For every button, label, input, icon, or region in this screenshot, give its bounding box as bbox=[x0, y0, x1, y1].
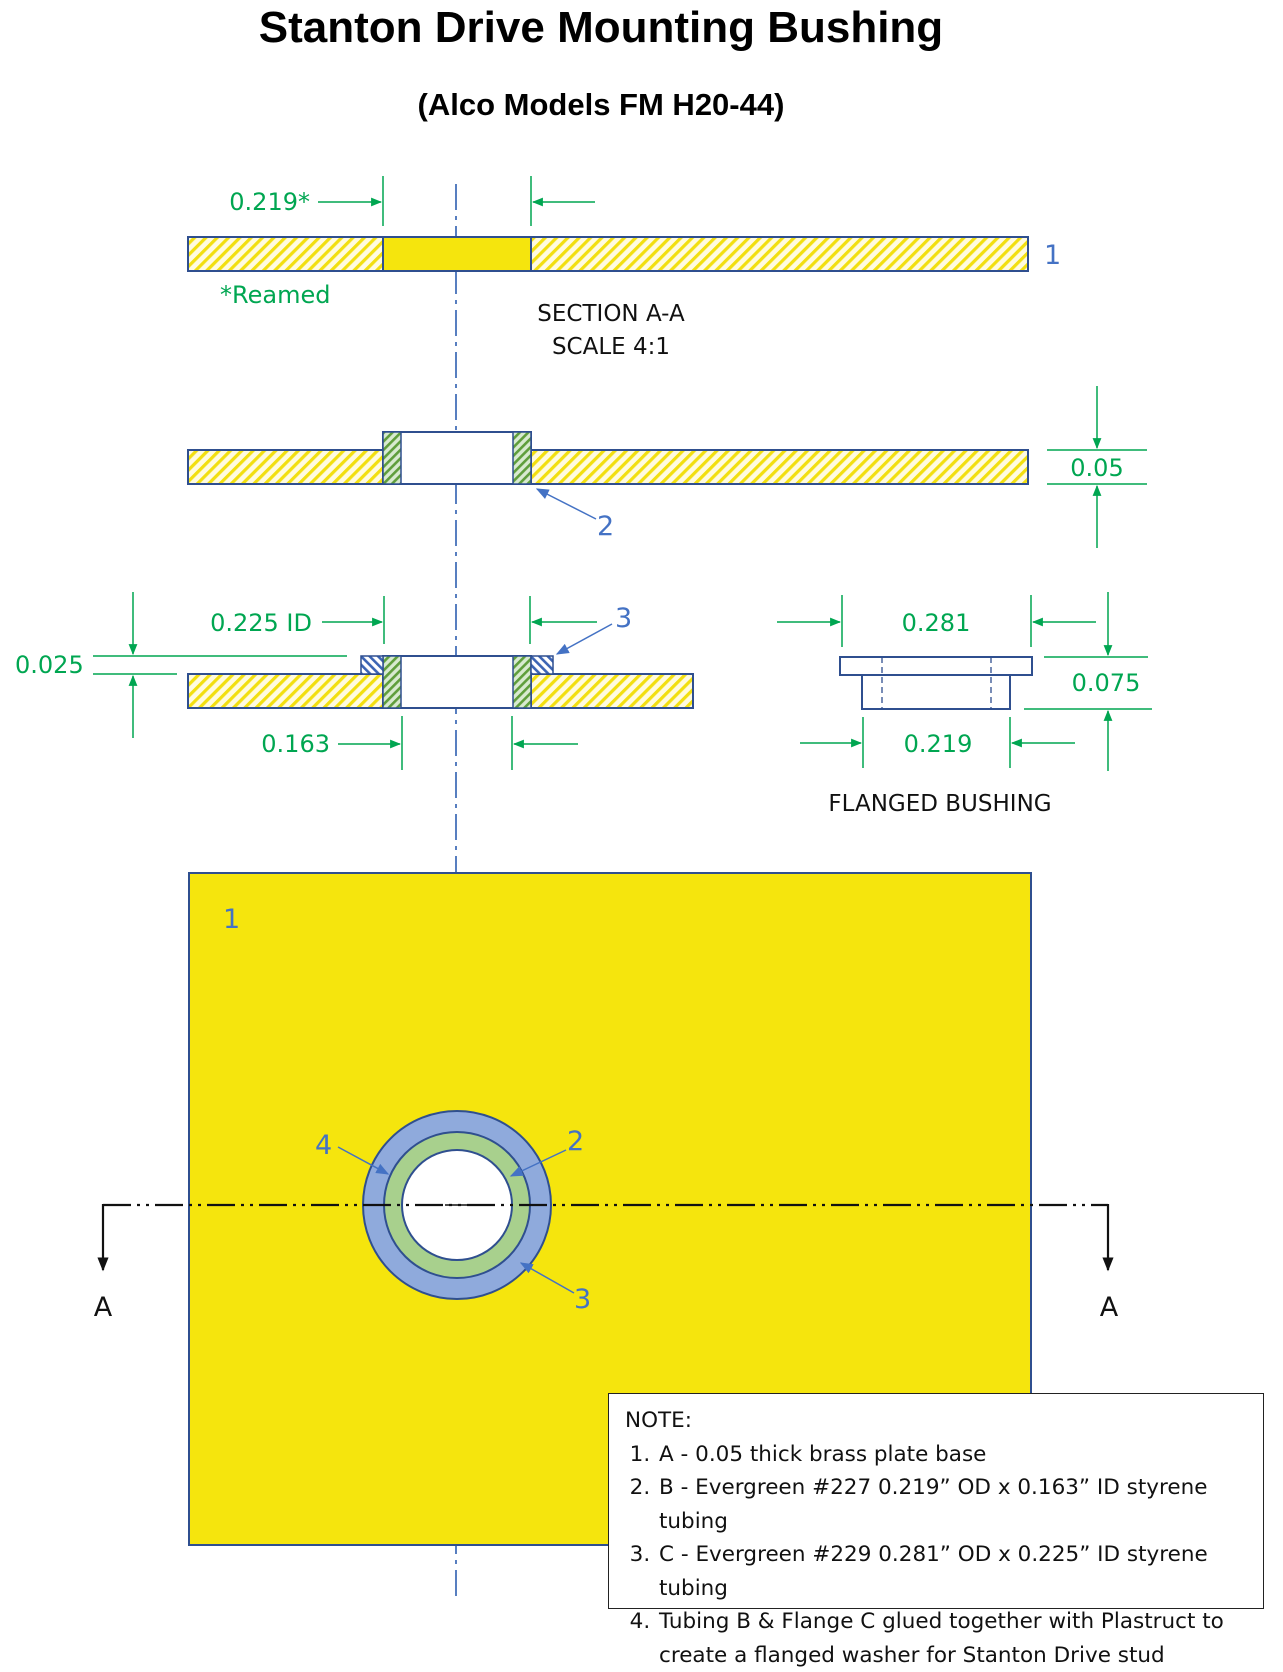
flange-ring-callout: 4 bbox=[315, 1130, 332, 1161]
plate-with-tubing-view: 2 0.05 bbox=[188, 386, 1147, 548]
tubing-outline bbox=[383, 432, 531, 484]
flanged-bushing-view: 0.281 0.219 0.075 FLANGED BUSHING bbox=[777, 592, 1152, 817]
reamed-note: *Reamed bbox=[220, 281, 330, 309]
notes-heading: NOTE: bbox=[625, 1404, 1253, 1438]
notes-list: A - 0.05 thick brass plate base B - Ever… bbox=[625, 1438, 1253, 1672]
page-subtitle: (Alco Models FM H20-44) bbox=[418, 87, 785, 122]
callout-leader bbox=[557, 624, 612, 654]
tubing-wall-left bbox=[383, 432, 401, 484]
bushing-flange bbox=[840, 657, 1032, 675]
part-callout: 1 bbox=[1044, 240, 1061, 271]
bushing-height-label: 0.075 bbox=[1072, 669, 1141, 697]
bushing-body bbox=[862, 675, 1010, 709]
section-plate-view: 0.219* *Reamed 1 SECTION A-A SCALE 4:1 bbox=[188, 176, 1061, 360]
page-title: Stanton Drive Mounting Bushing bbox=[259, 3, 943, 52]
section-label: SECTION A-A bbox=[537, 301, 685, 327]
notes-box: NOTE: A - 0.05 thick brass plate base B … bbox=[608, 1393, 1264, 1609]
note-item: B - Evergreen #227 0.219” OD x 0.163” ID… bbox=[657, 1471, 1253, 1538]
plate-right-section bbox=[531, 450, 1028, 484]
note-item: Tubing B & Flange C glued together with … bbox=[657, 1605, 1253, 1672]
plate-hole-region bbox=[383, 237, 531, 271]
tubing-callout: 2 bbox=[597, 511, 614, 542]
callout-leader bbox=[537, 489, 596, 519]
tubing-wall-left bbox=[383, 656, 401, 708]
body-od-label: 0.219 bbox=[904, 730, 973, 758]
tubing-inner-label: 0.163 bbox=[261, 730, 330, 758]
tubing-wall-right bbox=[513, 432, 531, 484]
plate-thickness-label: 0.05 bbox=[1070, 454, 1123, 482]
plate-left-section bbox=[188, 674, 383, 708]
plate-right-section bbox=[531, 237, 1028, 271]
flange-outer-callout: 3 bbox=[574, 1284, 591, 1315]
flange-section-view: 0.225 ID 3 0.025 0.163 bbox=[15, 592, 693, 770]
plate-part-callout: 1 bbox=[223, 904, 240, 935]
flange-thickness-label: 0.025 bbox=[15, 651, 84, 679]
plate-right-section bbox=[531, 674, 693, 708]
technical-drawing: Stanton Drive Mounting Bushing (Alco Mod… bbox=[0, 0, 1283, 1627]
plate-left-section bbox=[188, 237, 383, 271]
flanged-bushing-label: FLANGED BUSHING bbox=[828, 791, 1051, 817]
flange-right bbox=[531, 656, 553, 674]
flange-left bbox=[361, 656, 383, 674]
note-item: C - Evergreen #229 0.281” OD x 0.225” ID… bbox=[657, 1538, 1253, 1605]
tubing-outline bbox=[383, 656, 531, 708]
tubing-wall-right bbox=[513, 656, 531, 708]
section-mark-right: A bbox=[1100, 1292, 1119, 1323]
hole-dimension-label: 0.219* bbox=[229, 188, 310, 216]
note-item: A - 0.05 thick brass plate base bbox=[657, 1438, 1253, 1472]
plate-left-section bbox=[188, 450, 383, 484]
tubing-ring-callout: 2 bbox=[567, 1126, 584, 1157]
flange-id-label: 0.225 ID bbox=[210, 609, 312, 637]
flange-od-label: 0.281 bbox=[902, 609, 971, 637]
flange-callout: 3 bbox=[615, 603, 632, 634]
section-mark-left: A bbox=[94, 1292, 113, 1323]
section-scale: SCALE 4:1 bbox=[552, 334, 670, 360]
